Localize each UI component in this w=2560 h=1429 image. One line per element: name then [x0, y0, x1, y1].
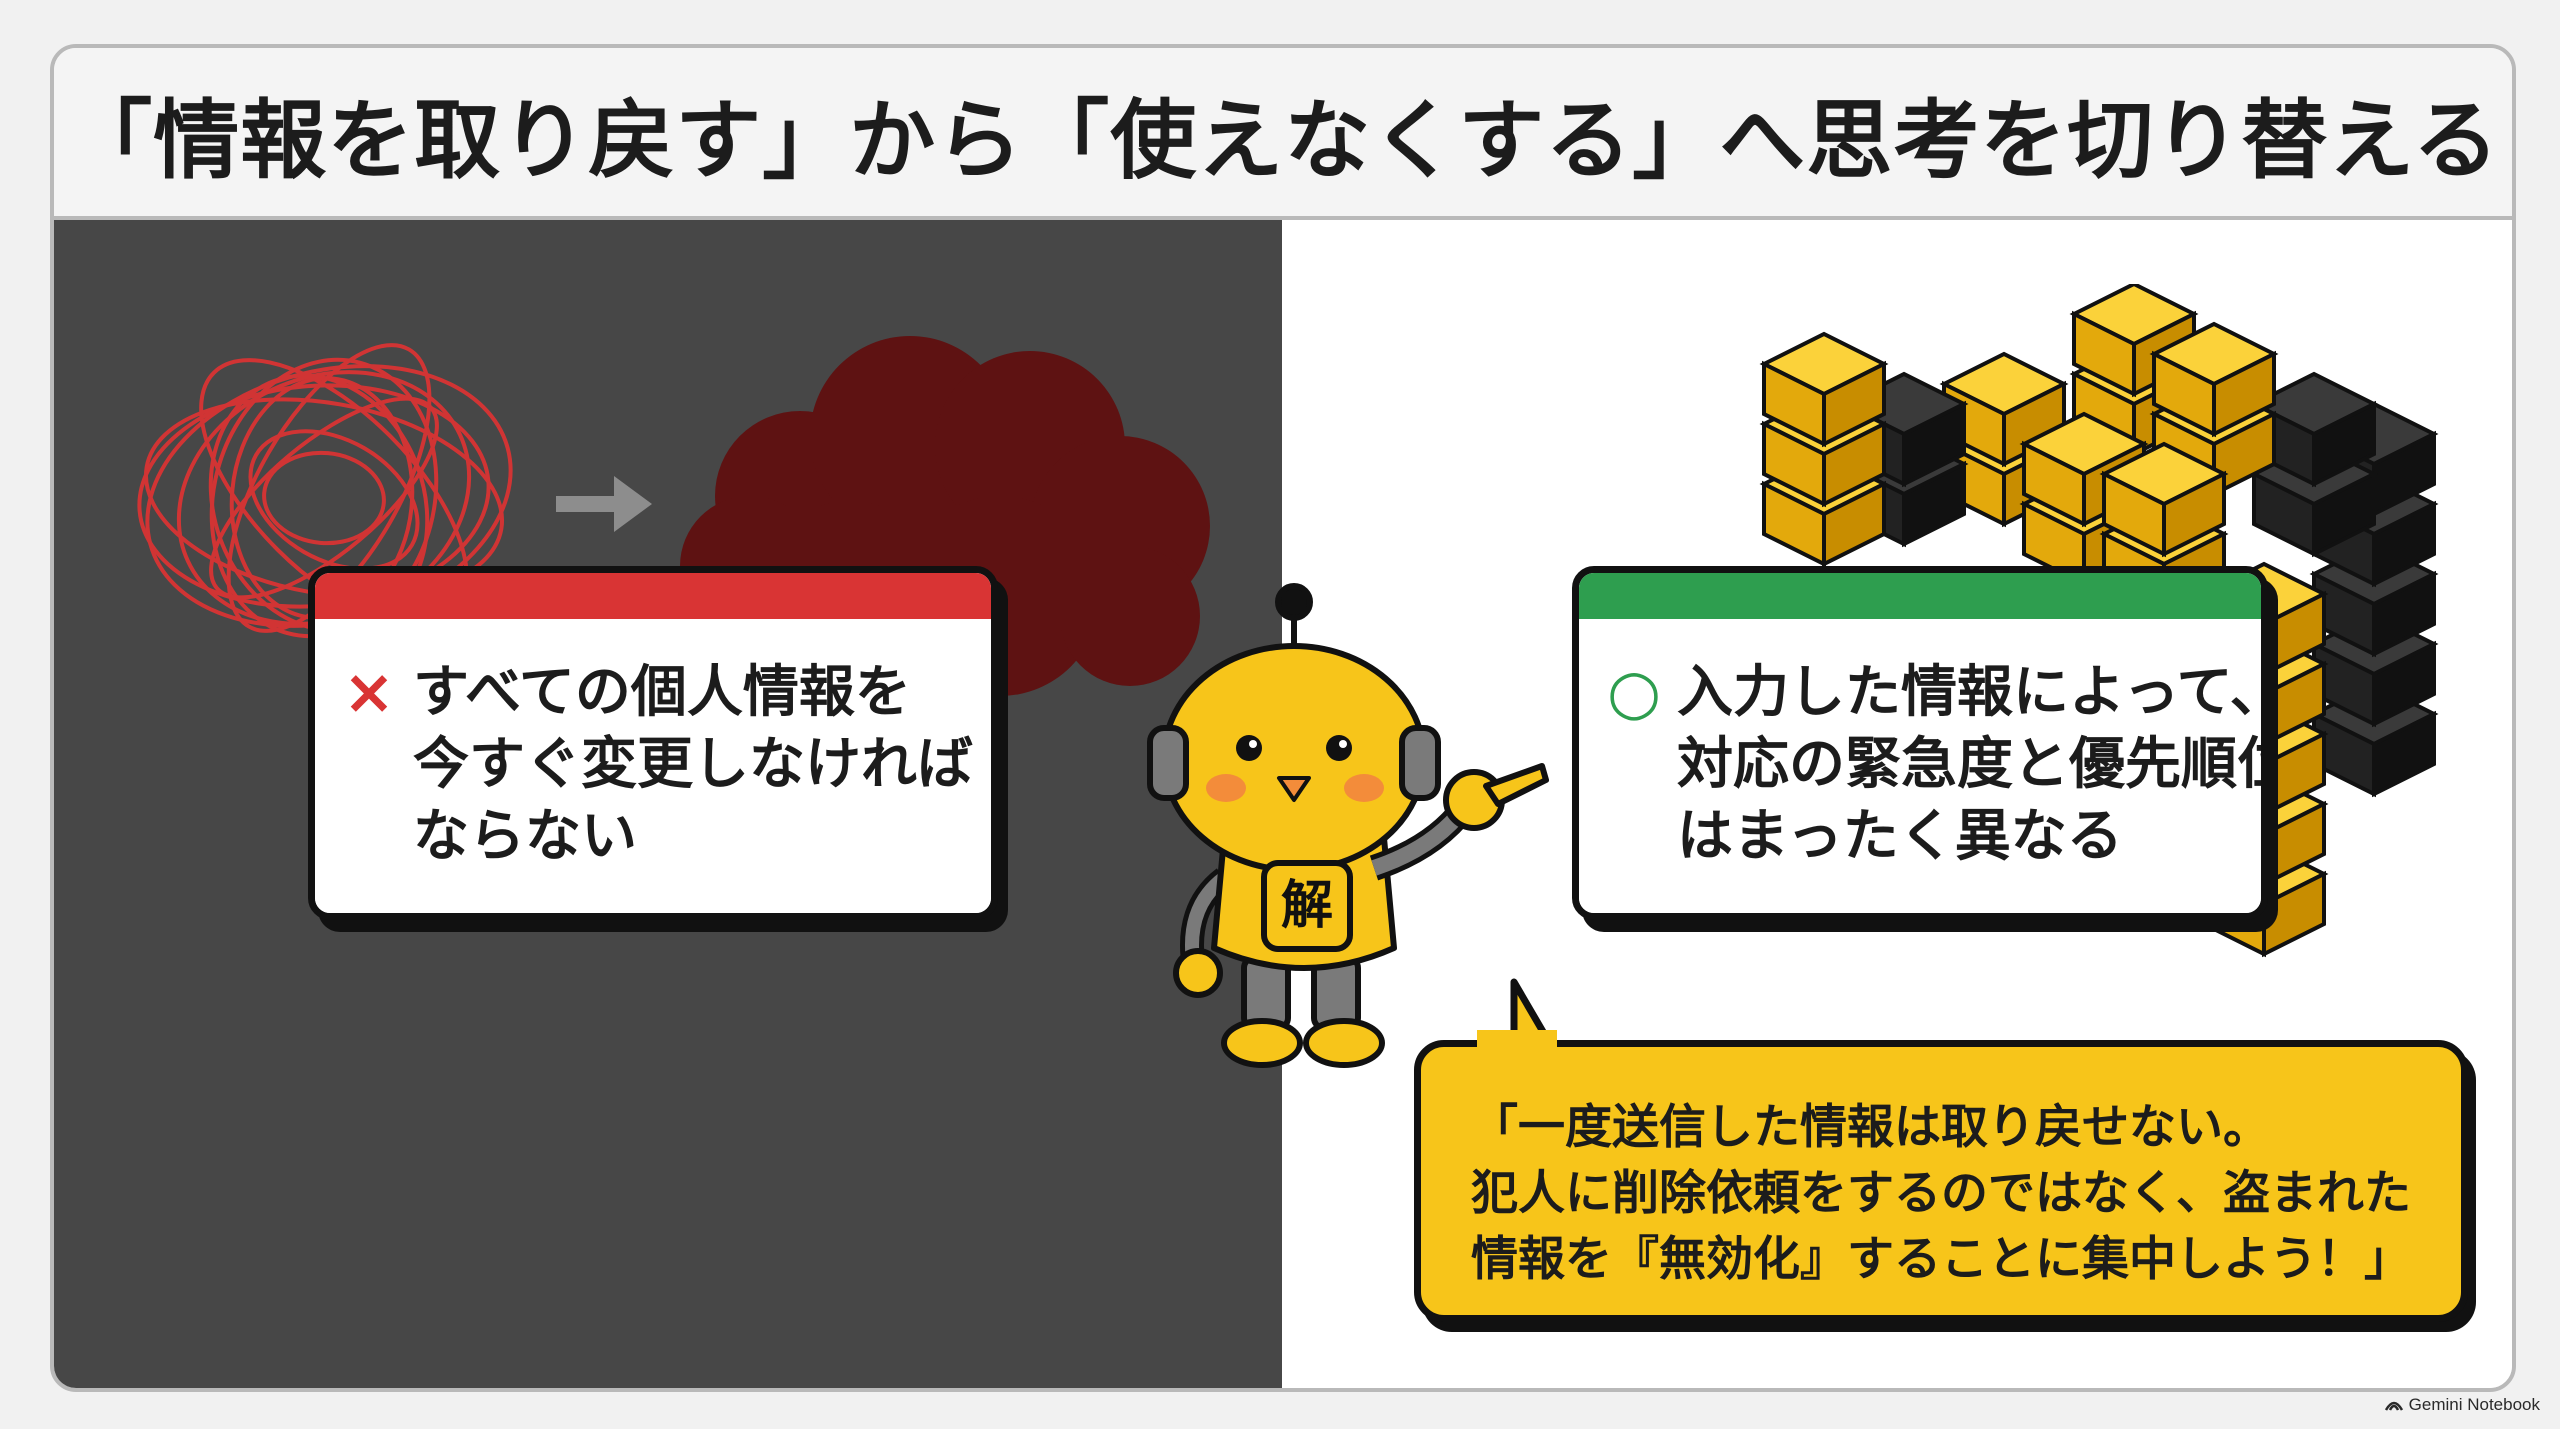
cross-mark-icon: × — [343, 655, 395, 728]
info-line: 入力した情報によって、 — [1677, 660, 2268, 725]
robot-badge-text: 解 — [1281, 876, 1333, 936]
warning-card-header — [315, 573, 991, 619]
speech-bubble: 「一度送信した情報は取り戻せない。 犯人に削除依頼をするのではなく、盗まれた 情… — [1414, 1040, 2468, 1322]
speech-line: 「一度送信した情報は取り戻せない。 — [1471, 1100, 2270, 1155]
info-card: ○ 入力した情報によって、 対応の緊急度と優先順位 はまったく異なる — [1572, 566, 2268, 920]
watermark: Gemini Notebook — [2384, 1395, 2540, 1415]
notebook-logo-icon — [2384, 1401, 2403, 1411]
speech-line: 情報を『無効化』することに集中しよう！」 — [1471, 1232, 2411, 1287]
watermark-text: Gemini Notebook — [2408, 1395, 2540, 1414]
slide-frame: 「情報を取り戻す」から「使えなくする」へ思考を切り替える — [50, 44, 2516, 1392]
slide-title: 「情報を取り戻す」から「使えなくする」へ思考を切り替える — [66, 90, 2500, 191]
warning-line: すべての個人情報を — [413, 660, 911, 725]
arrow-right-icon — [556, 476, 652, 532]
speech-bubble-tail-fill — [1477, 1030, 1557, 1054]
circle-mark-icon: ○ — [1607, 655, 1662, 728]
robot-mascot-icon: 解 — [1147, 583, 1549, 1068]
warning-text: すべての個人情報を 今すぐ変更しなければ ならない — [413, 657, 973, 873]
info-text: 入力した情報によって、 対応の緊急度と優先順位 はまったく異なる — [1677, 657, 2268, 873]
info-card-body: ○ 入力した情報によって、 対応の緊急度と優先順位 はまったく異なる — [1579, 619, 2261, 913]
speech-text: 「一度送信した情報は取り戻せない。 犯人に削除依頼をするのではなく、盗まれた 情… — [1471, 1095, 2411, 1293]
warning-card-body: × すべての個人情報を 今すぐ変更しなければ ならない — [315, 619, 991, 913]
title-bar: 「情報を取り戻す」から「使えなくする」へ思考を切り替える — [54, 48, 2512, 220]
info-line: 対応の緊急度と優先順位 — [1677, 732, 2268, 797]
info-card-header — [1579, 573, 2261, 619]
speech-line: 犯人に削除依頼をするのではなく、盗まれた — [1471, 1166, 2411, 1221]
info-line: はまったく異なる — [1677, 804, 2123, 869]
warning-card: × すべての個人情報を 今すぐ変更しなければ ならない — [308, 566, 998, 920]
warning-line: 今すぐ変更しなければ — [413, 732, 973, 797]
warning-line: ならない — [413, 804, 637, 869]
